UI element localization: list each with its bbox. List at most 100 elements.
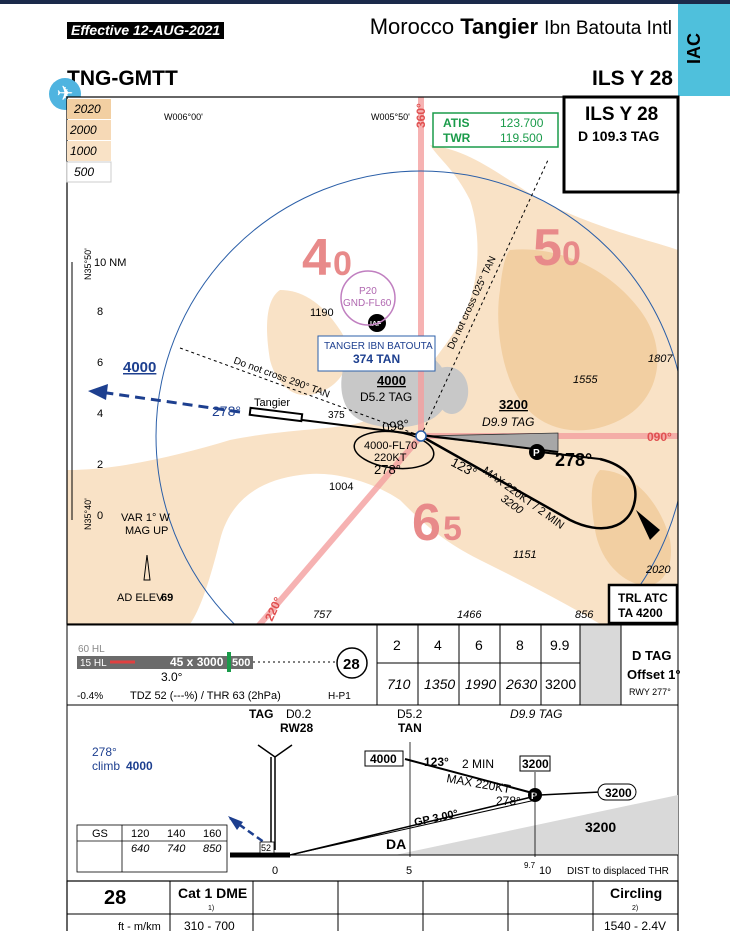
dist-99: 9.9 <box>550 637 570 653</box>
missed-alt-4000: 4000 <box>123 359 156 376</box>
radial-360-label: 360° <box>414 103 428 128</box>
legend-2020: 2020 <box>73 102 101 116</box>
approach-track <box>301 419 559 453</box>
runway-dims: 45 x 3000 <box>170 655 224 669</box>
twr-frequency: 119.500 <box>500 131 543 145</box>
missed-turn <box>420 434 637 530</box>
nocross-025 <box>420 159 549 437</box>
vor-tan[interactable] <box>415 430 427 442</box>
airport-name: Ibn Batouta Intl <box>544 18 672 39</box>
fix-d99[interactable] <box>529 444 545 460</box>
city: Tangier <box>460 14 539 39</box>
frequency-box[interactable]: ATIS 123.700 TWR 119.500 <box>432 112 559 148</box>
dist-8: 8 <box>516 637 524 653</box>
terrain-high <box>498 249 658 431</box>
tdz-thr: TDZ 52 (---%) / THR 63 (2hPa) <box>130 690 281 702</box>
vor-box <box>317 335 436 372</box>
vor-name: TANGER IBN BATOUTA <box>324 341 433 352</box>
climb-altitude: 4000 <box>126 759 153 773</box>
fix-d99-letter: P <box>533 448 540 459</box>
profile-track-278: 278° <box>496 794 521 808</box>
fix-d52: D5.2 TAG <box>360 390 412 404</box>
glidepath-angle: 3.0° <box>161 670 183 684</box>
dme-fix: D TAG <box>632 648 671 663</box>
elev-757: 757 <box>313 609 332 621</box>
scale-8: 8 <box>97 306 103 318</box>
elev-1555: 1555 <box>573 374 598 386</box>
msa-50b: 0 <box>562 235 581 273</box>
missed-arrow <box>88 384 108 400</box>
alt-1990: 1990 <box>465 676 496 692</box>
trl-box: TRL ATC TA 4200 <box>607 583 679 625</box>
msa-65b: 5 <box>443 510 462 548</box>
fpm-640: 640 <box>131 843 150 855</box>
profile-thr: 52 <box>261 843 271 853</box>
profile-box-4000: 4000 <box>370 752 397 766</box>
profile-alt-3200: 3200 <box>585 819 616 835</box>
outbound-track <box>404 758 541 796</box>
procbox-freq: D 109.3 TAG <box>578 128 660 144</box>
legend-500: 500 <box>74 165 94 179</box>
gs-160: 160 <box>203 828 221 840</box>
msa-circle <box>155 170 678 624</box>
terrain-legend: 2020 2000 1000 500 <box>66 99 112 183</box>
msa-50: 5 <box>533 219 562 277</box>
p20-limits: GND-FL60 <box>343 298 392 309</box>
minima-cat-note: 1) <box>208 905 214 912</box>
nocross-290 <box>179 347 422 437</box>
atis-frequency: 123.700 <box>500 116 544 130</box>
runway-heading: RWY 277° <box>629 687 671 697</box>
plan-frame <box>66 96 679 625</box>
airport-title: Morocco Tangier Ibn Batouta Intl <box>370 14 672 40</box>
profile-tag: TAG <box>249 707 273 721</box>
lon-label-1: W006°00' <box>164 112 203 122</box>
legend-2000: 2000 <box>69 123 97 137</box>
elev-1190: 1190 <box>310 307 334 319</box>
procedure-title: ILS Y 28 <box>592 67 673 90</box>
elev-375: 375 <box>328 410 345 421</box>
top-bar <box>0 0 730 4</box>
minima-rwy: 28 <box>104 887 126 909</box>
profile-d02: D0.2 <box>286 707 312 721</box>
atis-label: ATIS <box>443 116 469 130</box>
track-278-missed: 278° <box>212 403 241 419</box>
hl15: 15 HL <box>80 658 107 669</box>
minima-units: ft - m/km <box>118 921 161 931</box>
axis-5: 5 <box>406 865 412 877</box>
alt-2630: 2630 <box>505 676 537 692</box>
track-098: 098° <box>381 416 410 435</box>
alt-710: 710 <box>387 676 411 692</box>
gs-label: GS <box>92 828 108 840</box>
scale-6: 6 <box>97 357 103 369</box>
lon-label-2: W005°50' <box>371 112 410 122</box>
profile-box-3200: 3200 <box>522 757 549 771</box>
elev-1151: 1151 <box>513 549 537 561</box>
country: Morocco <box>369 14 455 39</box>
dist-6: 6 <box>475 637 483 653</box>
fix-d99-label: D9.9 TAG <box>482 415 534 429</box>
runway-slope: -0.4% <box>77 691 103 702</box>
profile-track-123: 123° <box>424 755 449 769</box>
fpm-740: 740 <box>167 843 186 855</box>
runway-info: 60 HL 15 HL 45 x 3000 500 28 3.0° -0.4% … <box>66 624 679 706</box>
trl-label: TRL ATC <box>618 591 668 605</box>
profile-fix-letter: P <box>531 791 537 801</box>
airport-ident: TNG-GMTT <box>67 67 178 90</box>
elev-1466: 1466 <box>457 609 482 621</box>
alt-1350: 1350 <box>424 676 455 692</box>
distance-table: 2 4 6 8 9.9 710 1350 1990 2630 3200 D TA… <box>377 624 681 706</box>
holding-pattern <box>353 430 435 470</box>
holding-point: H-P1 <box>328 691 351 702</box>
dist-4: 4 <box>434 637 442 653</box>
profile-maxkt: MAX 220KT <box>445 771 512 796</box>
profile-box-3200b: 3200 <box>605 786 632 800</box>
profile-gp: GP 3.00° <box>413 808 459 829</box>
decision-altitude: DA <box>386 836 406 852</box>
alt-3200: 3200 <box>499 397 528 412</box>
msa-40b: 0 <box>333 245 352 283</box>
chart-type-tab[interactable]: IAC <box>678 4 730 96</box>
gs-140: 140 <box>167 828 185 840</box>
profile-terrain <box>395 795 678 855</box>
approach-lights: 500 <box>232 657 250 669</box>
minima-circ-note: 2) <box>632 905 638 912</box>
